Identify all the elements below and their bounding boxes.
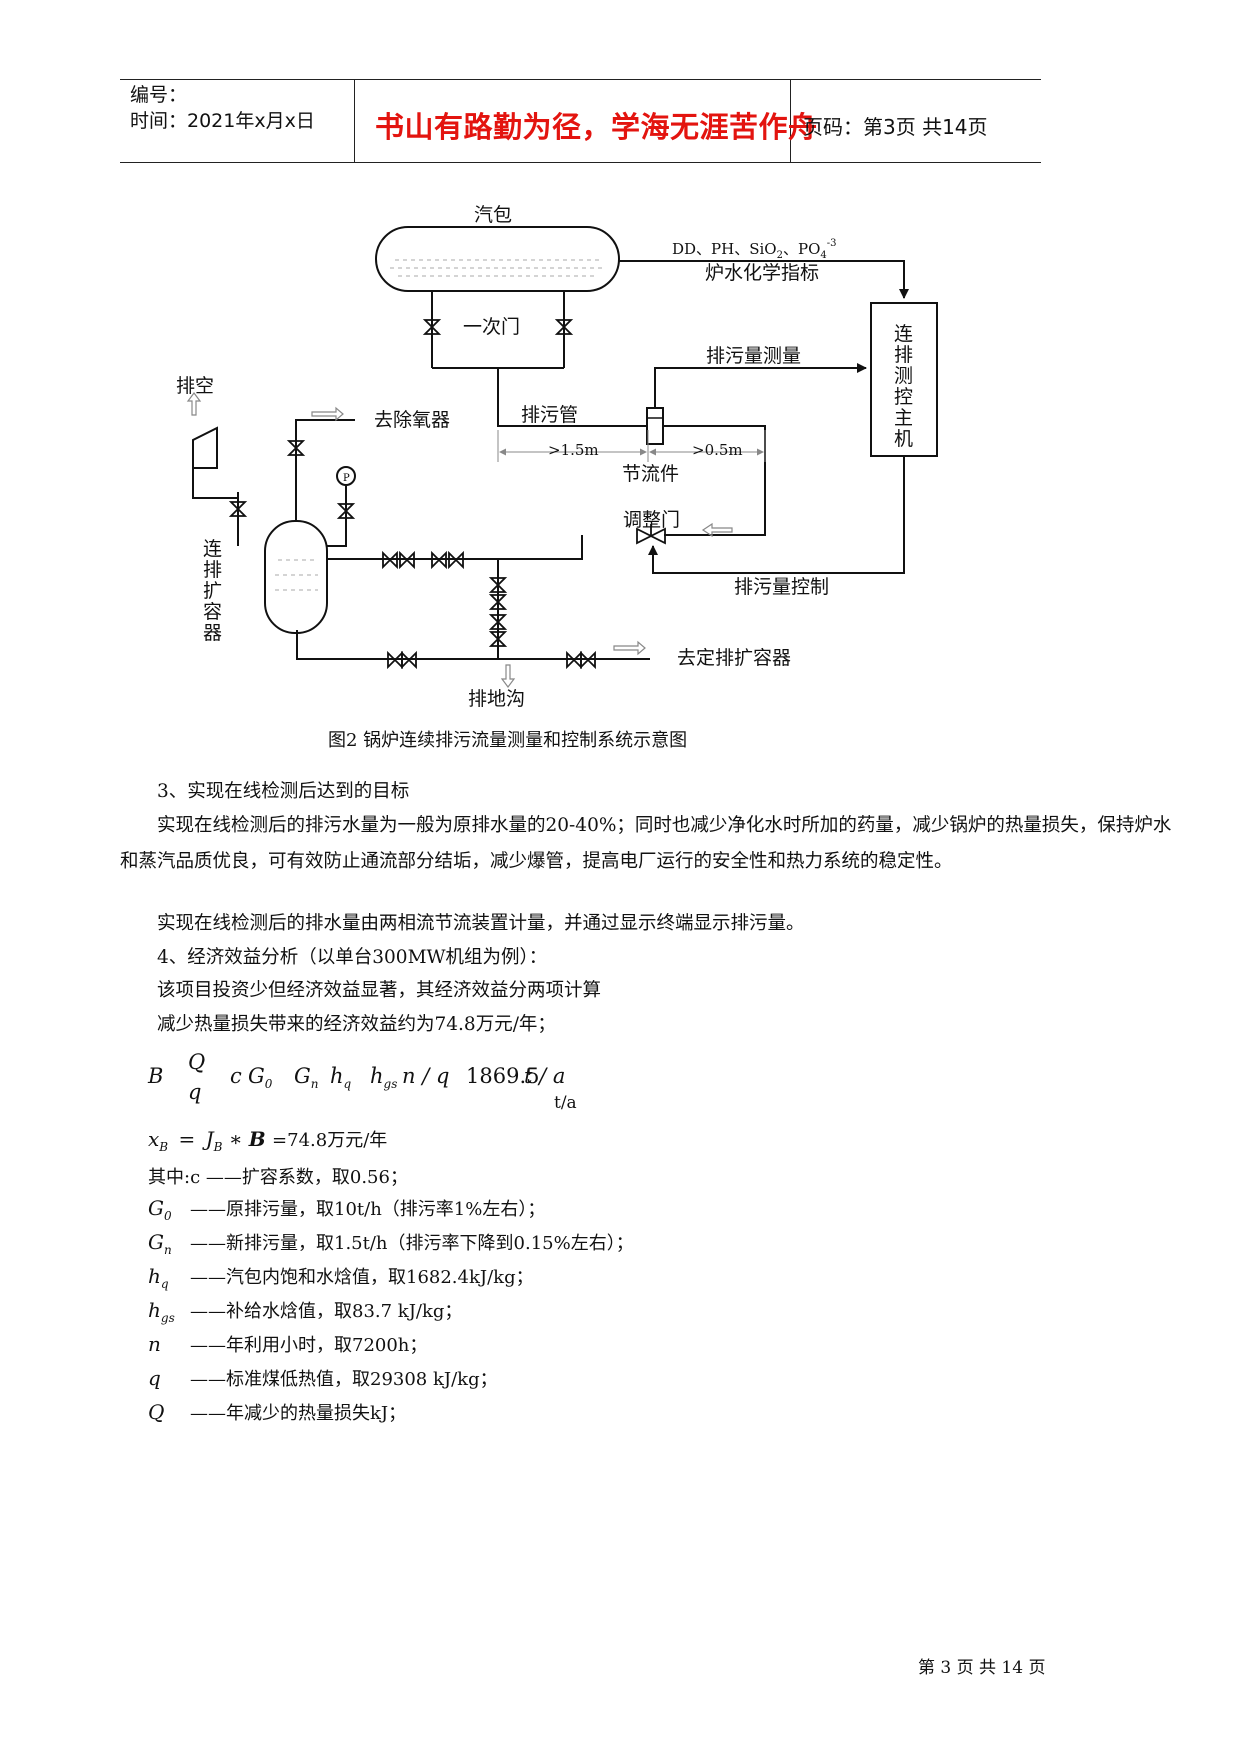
svg-text:器: 器 [203, 622, 222, 644]
header-top-rule [120, 79, 1041, 80]
definition-row: Q ——年减少的热量损失kJ； [148, 1399, 406, 1425]
formula-benefit: B Q q c G0 Gn hq hgs n / q 1869.5 t / a [148, 1050, 566, 1104]
section-4-title: 4、经济效益分析（以单台300MW机组为例）： [157, 947, 548, 968]
definition-row: n ——年利用小时，取7200h； [148, 1331, 427, 1357]
svg-text:连: 连 [203, 538, 222, 560]
blowdown-system-diagram: 汽包 DD、PH、SiO2、PO4-3 炉水化学指标 一次门 排污量测量 排污管… [176, 204, 938, 710]
definition-symbol: n [148, 1332, 161, 1356]
definition-text: ——补给水焓值，取83.7 kJ/kg； [190, 1301, 463, 1322]
definition-text: ——年利用小时，取7200h； [190, 1335, 428, 1356]
definition-row: G0 ——原排污量，取10t/h（排污率1%左右）； [148, 1195, 545, 1223]
label-dist-1: >1.5m [548, 441, 599, 459]
formula-benefit-unit: t/a [554, 1093, 577, 1113]
header-divider-right [790, 79, 791, 162]
header-divider-left [354, 79, 355, 162]
svg-text:容: 容 [203, 601, 222, 623]
definitions-intro: 其中:c ——扩容系数，取0.56； [148, 1167, 408, 1188]
time-label: 时间：2021年x月x日 [130, 110, 315, 132]
label-chem-params: DD、PH、SiO2、PO4-3 [672, 238, 837, 261]
header-page-info: 页码：第3页 共14页 [803, 115, 988, 139]
section-3-title: 3、实现在线检测后达到的目标 [157, 781, 410, 802]
label-blowdown-pipe: 排污管 [521, 404, 578, 426]
serial-label: 编号： [130, 84, 188, 106]
formula-value: xB = JB ∗ B =74.8万元/年 [148, 1127, 388, 1154]
steam-drum [375, 226, 620, 292]
label-throttle: 节流件 [622, 463, 679, 485]
label-adjust-valve: 调整门 [623, 509, 680, 531]
definition-row: hgs ——补给水焓值，取83.7 kJ/kg； [148, 1297, 462, 1325]
figure-caption: 图2 锅炉连续排污流量测量和控制系统示意图 [328, 730, 688, 751]
header-motto: 书山有路勤为径，学海无涯苦作舟 [375, 110, 818, 144]
definition-symbol: q [148, 1366, 161, 1390]
label-chem-indicators: 炉水化学指标 [705, 262, 819, 284]
definition-text: ——汽包内饱和水焓值，取1682.4kJ/kg； [190, 1267, 534, 1288]
definition-text: ——新排污量，取1.5t/h（排污率下降到0.15%左右）； [190, 1233, 634, 1254]
definition-symbol: hgs [148, 1298, 175, 1325]
label-primary-valve: 一次门 [463, 316, 520, 338]
label-dist-2: >0.5m [692, 441, 743, 459]
svg-text:扩: 扩 [203, 580, 222, 602]
section-4-paragraph-1: 该项目投资少但经济效益显著，其经济效益分两项计算 [157, 980, 602, 1001]
label-controller: 连 排 测 控 主 机 [894, 323, 913, 450]
definition-row: hq ——汽包内饱和水焓值，取1682.4kJ/kg； [148, 1263, 534, 1291]
svg-text:控: 控 [894, 386, 913, 408]
definition-symbol: hq [148, 1264, 169, 1291]
svg-text:排: 排 [894, 344, 913, 366]
label-vent: 排空 [176, 375, 214, 397]
definition-symbol: Q [148, 1400, 165, 1424]
section-4-paragraph-2: 减少热量损失带来的经济效益约为74.8万元/年； [157, 1014, 556, 1035]
label-flow-measure: 排污量测量 [706, 345, 801, 367]
svg-text:机: 机 [894, 428, 913, 450]
label-flow-control: 排污量控制 [734, 576, 829, 598]
expander-vessel [264, 520, 328, 634]
svg-text:连: 连 [894, 323, 913, 345]
definition-text: ——标准煤低热值，取29308 kJ/kg； [190, 1369, 498, 1390]
label-expander: 连 排 扩 容 器 [203, 538, 222, 644]
definition-row: Gn ——新排污量，取1.5t/h（排污率下降到0.15%左右）； [148, 1229, 634, 1257]
label-to-periodic: 去定排扩容器 [677, 647, 791, 669]
definition-row: q ——标准煤低热值，取29308 kJ/kg； [148, 1365, 498, 1391]
svg-text:排: 排 [203, 559, 222, 581]
page-footer: 第 3 页 共 14 页 [918, 1658, 1046, 1678]
label-pressure: P [343, 473, 350, 484]
svg-text:测: 测 [894, 365, 913, 387]
section-3-paragraph-1: 实现在线检测后的排污水量为一般为原排水量的20-40%；同时也减少净化水时所加的… [120, 815, 1172, 872]
svg-text:主: 主 [894, 407, 913, 429]
label-to-trench: 排地沟 [468, 688, 525, 710]
header-bottom-rule [120, 162, 1041, 163]
definition-symbol: Gn [148, 1230, 172, 1257]
definition-symbol: G0 [148, 1196, 172, 1223]
label-steam-drum: 汽包 [474, 204, 512, 226]
label-to-deaerator: 去除氧器 [374, 409, 450, 431]
section-3-paragraph-2: 实现在线检测后的排水量由两相流节流装置计量，并通过显示终端显示排污量。 [157, 913, 805, 934]
definition-text: ——年减少的热量损失kJ； [190, 1403, 407, 1424]
definition-text: ——原排污量，取10t/h（排污率1%左右）； [190, 1199, 546, 1220]
